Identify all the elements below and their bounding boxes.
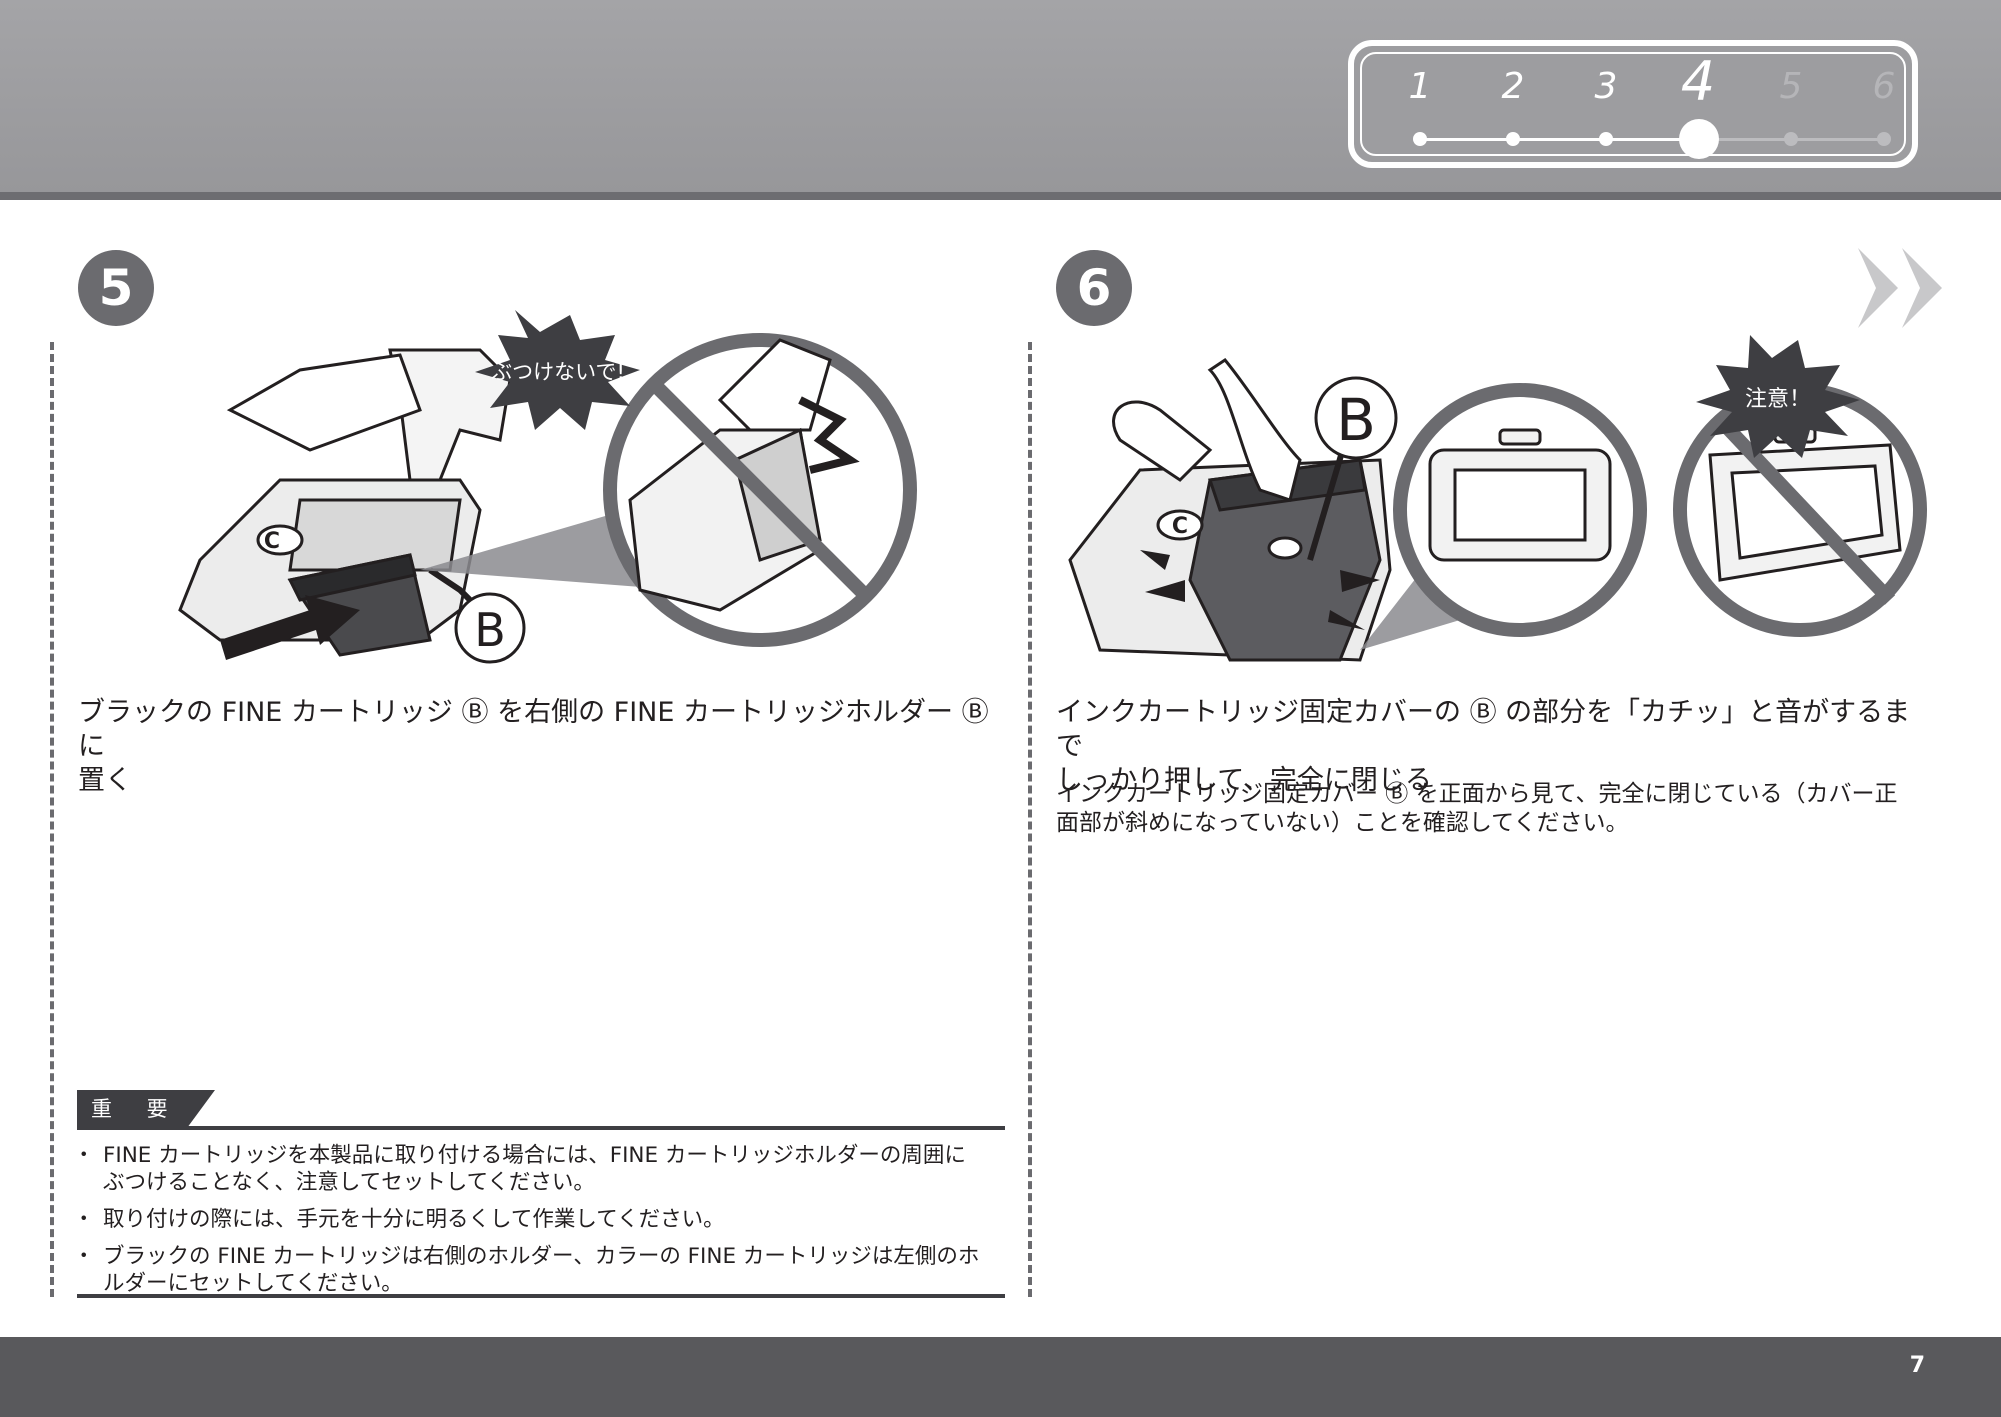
left-dashed-rule (50, 342, 54, 1297)
step-6-heading: インクカートリッジ固定カバーの Ⓑ の部分を「カチッ」と音がするまで しっかり押… (1056, 696, 1936, 798)
caution-burst (1696, 335, 1860, 458)
step-5-illustration: C B ぶつけないで! (178, 310, 917, 664)
label-c: C (264, 529, 280, 554)
step-5-heading-line-2: 置く (78, 765, 132, 796)
step-6-badge: 6 (1056, 250, 1132, 326)
carriage-drawing (178, 348, 512, 657)
step-6-illustration: C B 注意！ (1068, 335, 1927, 662)
center-dashed-divider (1028, 342, 1032, 1297)
carriage-cover-drawing (1068, 358, 1392, 662)
important-item-3: ブラックの FINE カートリッジは右側のホルダー、カラーの FINE カートリ… (73, 1243, 1005, 1297)
progress-dot-4-current (1679, 119, 1719, 159)
correct-detail-drawing (1428, 428, 1612, 562)
progress-dot-5 (1784, 132, 1798, 146)
step-5-heading-line-1: ブラックの FINE カートリッジ Ⓑ を右側の FINE カートリッジホルダー… (78, 697, 989, 762)
click-spark-icons (1140, 550, 1380, 630)
label-b: B (1336, 386, 1376, 454)
step-6-body-line-1: インクカートリッジ固定カバー Ⓑ を正面から見て、完全に閉じている（カバー正 (1056, 781, 1898, 807)
label-b-circle (454, 592, 526, 664)
step-5-heading: ブラックの FINE カートリッジ Ⓑ を右側の FINE カートリッジホルダー… (78, 696, 1018, 798)
step-6-body-line-2: 面部が斜めになっていない）ことを確認してください。 (1056, 810, 1629, 836)
step-6-body: インクカートリッジ固定カバー Ⓑ を正面から見て、完全に閉じている（カバー正 面… (1056, 780, 1936, 838)
important-top-rule (77, 1126, 1005, 1130)
step-6-heading-line-2: しっかり押して、完全に閉じる (1056, 765, 1432, 796)
page-header: 1 2 3 4 5 6 (0, 0, 2001, 200)
caution-burst-text: 注意！ (1745, 387, 1811, 412)
important-tab-tail (187, 1090, 215, 1128)
important-item-1: FINE カートリッジを本製品に取り付ける場合には、FINE カートリッジホルダ… (73, 1142, 1005, 1196)
prohibited-slash (1714, 415, 1896, 605)
warning-burst-text: ぶつけないで! (491, 360, 625, 384)
step-6-heading-line-1: インクカートリッジ固定カバーの Ⓑ の部分を「カチッ」と音がするまで (1056, 697, 1911, 762)
double-chevron-right-icon (1858, 248, 1942, 328)
important-item-3-line-2: ルダーにセットしてください。 (103, 1271, 403, 1296)
progress-step-5: 5 (1779, 66, 1803, 107)
progress-step-4-current: 4 (1680, 50, 1716, 113)
progress-dot-6 (1877, 132, 1891, 146)
insert-arrow-icon (220, 595, 360, 660)
progress-step-3: 3 (1594, 66, 1618, 107)
important-list: FINE カートリッジを本製品に取り付ける場合には、FINE カートリッジホルダ… (73, 1142, 1005, 1307)
important-bottom-rule (77, 1294, 1005, 1298)
progress-dot-1 (1413, 132, 1427, 146)
progress-dot-2 (1506, 132, 1520, 146)
zoom-detail-drawing (628, 338, 860, 612)
label-b: B (474, 603, 506, 657)
progress-step-2: 2 (1501, 66, 1525, 107)
important-item-1-line-2: ぶつけることなく、注意してセットしてください。 (103, 1170, 595, 1195)
step-5-badge: 5 (78, 250, 154, 326)
progress-track-done (1414, 138, 1684, 141)
label-c: C (1172, 514, 1188, 539)
progress-step-1: 1 (1408, 66, 1432, 107)
page-footer: 7 (0, 1337, 2001, 1417)
leader-line-b (428, 567, 473, 603)
important-item-1-line-1: FINE カートリッジを本製品に取り付ける場合には、FINE カートリッジホルダ… (103, 1143, 966, 1168)
progress-dot-3 (1599, 132, 1613, 146)
progress-stepper-inner (1360, 52, 1906, 156)
important-title: 重 要 (77, 1090, 187, 1128)
label-b-circle (1314, 376, 1398, 460)
important-item-2-line-1: 取り付けの際には、手元を十分に明るくして作業してください。 (103, 1207, 725, 1232)
important-item-2: 取り付けの際には、手元を十分に明るくして作業してください。 (73, 1206, 1005, 1233)
warning-burst (475, 310, 640, 430)
page-number: 7 (1909, 1353, 1925, 1378)
prohibited-slash (645, 375, 875, 605)
progress-stepper: 1 2 3 4 5 6 (1348, 40, 1918, 168)
progress-step-6: 6 (1872, 66, 1896, 107)
important-item-3-line-1: ブラックの FINE カートリッジは右側のホルダー、カラーの FINE カートリ… (103, 1244, 980, 1269)
